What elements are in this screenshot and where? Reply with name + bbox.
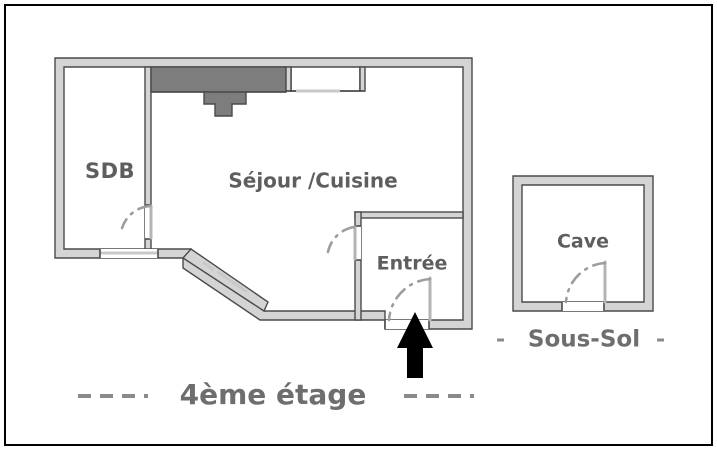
entree-left-wall xyxy=(354,211,362,321)
alcove-left-wall xyxy=(285,66,292,92)
basement-caption-text: Sous-Sol xyxy=(528,327,640,353)
room-label-sdb: SDB xyxy=(85,159,135,183)
kitchen-block xyxy=(150,66,287,117)
entry-door-gap xyxy=(385,320,429,329)
entree-top-wall xyxy=(354,211,464,219)
top-alcove xyxy=(285,66,366,93)
entree-inner-door xyxy=(326,225,357,261)
apartment-outer-wall xyxy=(54,57,473,330)
room-label-sejour-cuisine: Séjour /Cuisine xyxy=(228,169,397,193)
cave-walls xyxy=(512,175,654,312)
sdb-door xyxy=(120,204,153,240)
cave-outer-wall xyxy=(512,175,654,312)
room-label-cave: Cave xyxy=(557,231,609,253)
floor-caption-text: 4ème étage xyxy=(180,378,367,411)
entree-inner-door-gap xyxy=(355,226,361,260)
duct-t-shape xyxy=(203,91,247,117)
diagonal-windows xyxy=(202,260,248,294)
entry-arrow-icon xyxy=(397,312,433,378)
sdb-window xyxy=(99,249,159,258)
sdb-door-gap xyxy=(145,205,151,239)
entree-walls xyxy=(354,211,464,321)
basement-caption-group: Sous-Sol xyxy=(497,327,669,353)
alcove-right-wall xyxy=(359,66,366,92)
cave-door-gap xyxy=(562,302,604,311)
apartment-walls xyxy=(54,57,473,330)
floor-caption-group: 4ème étage xyxy=(78,378,474,411)
entry-door xyxy=(384,276,432,329)
kitchen-counter-block xyxy=(150,66,287,93)
room-label-entree: Entrée xyxy=(377,253,448,275)
diagonal-wall-segment xyxy=(181,248,269,313)
